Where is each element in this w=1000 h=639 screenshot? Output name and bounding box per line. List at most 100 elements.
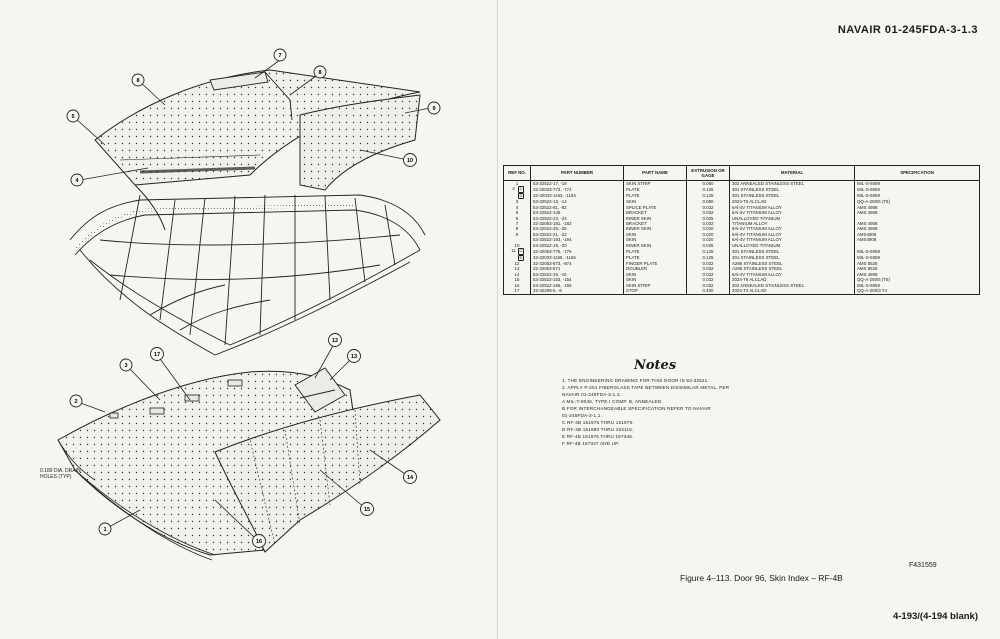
col-part-number: PART NUMBER [530, 165, 624, 181]
finger-plate [294, 367, 346, 413]
right-inner-skin [299, 94, 421, 191]
spec-cell: QQ-A-200/3 T4 [854, 288, 980, 295]
spec-cell: MIL-S-5059 [854, 282, 980, 289]
svg-text:15: 15 [364, 507, 370, 513]
lower-right-skin [214, 394, 441, 553]
drain-holes-label: 0.189 DIA. DRAIN HOLES (TYP) [40, 468, 81, 480]
spec-cell: AMS 4908 [854, 221, 980, 227]
callout-3: 3 [119, 358, 133, 372]
svg-text:9: 9 [432, 106, 435, 112]
col-gage: EXTRUSION OR GAGE [686, 165, 730, 181]
effectivity-badge: D [517, 254, 525, 262]
spec-cell [854, 242, 980, 249]
callout-10: 10 [403, 153, 417, 167]
note-c: C RF-4B 151975 THRU 151979. [562, 420, 634, 425]
parts-table: REF NO. PART NUMBER PART NAME EXTRUSION … [503, 165, 980, 295]
notes-title: Notes [634, 358, 677, 373]
spec-cell: AMS4908 [854, 231, 980, 238]
callout-13: 13 [347, 349, 361, 363]
upper-outer-skin [94, 69, 421, 231]
spec-cell: AMS4908 [854, 237, 980, 243]
svg-text:7: 7 [278, 53, 281, 59]
part-number-cell: 32-32299-5, -6 [530, 288, 624, 295]
callout-8b: 8 [131, 73, 145, 87]
svg-text:10: 10 [407, 158, 413, 164]
parts-table-header: REF NO. PART NUMBER PART NAME EXTRUSION … [503, 165, 980, 181]
callout-14: 14 [403, 470, 417, 484]
col-spec: SPECIFICATION [854, 165, 980, 181]
note-2: 2. APPLY P-251 FIBERGLASS TAPE BETWEEN D… [562, 385, 730, 390]
frame-rivet-lines [73, 203, 356, 251]
callout-16: 16 [252, 534, 266, 548]
effectivity-badge: D [517, 192, 525, 200]
spec-cell: MIL-S-5059 [854, 180, 980, 187]
ref-cell: 17 [503, 288, 531, 295]
callout-1: 1 [98, 522, 112, 536]
callout-12: 12 [328, 333, 342, 347]
ref-number: 11 [511, 248, 516, 254]
svg-text:8: 8 [318, 70, 321, 76]
ref-number: 2 [512, 186, 515, 192]
spec-cell: AMS 4908 [854, 226, 980, 232]
callout-15: 15 [360, 502, 374, 516]
col-material: MATERIAL [729, 165, 855, 181]
note-b-cont: 01-245FDA-3-1.1. [562, 413, 602, 418]
svg-text:1: 1 [103, 527, 106, 533]
spec-cell: MIL-S-5059 [854, 186, 980, 193]
callout-7: 7 [273, 48, 287, 62]
svg-text:17: 17 [154, 352, 160, 358]
svg-text:14: 14 [407, 475, 414, 481]
figure-caption: Figure 4–113. Door 96, Skin Index – RF-4… [680, 573, 843, 583]
svg-text:2: 2 [74, 399, 77, 405]
door-frame-structure [69, 194, 426, 356]
svg-text:3: 3 [124, 363, 127, 369]
document-header: NAVAIR 01-245FDA-3-1.3 [837, 24, 978, 36]
spec-cell: AMS 4908 [854, 210, 980, 216]
spec-cell: MIL-S-5059 [854, 192, 980, 200]
svg-text:12: 12 [332, 338, 338, 344]
spec-cell: AMS 5525 [854, 266, 980, 272]
leader-lines [74, 59, 431, 541]
callout-8a: 8 [313, 65, 327, 79]
effectivity-badge: C [517, 248, 525, 255]
callout-4: 4 [70, 173, 84, 187]
spec-cell: AMS 4908 [854, 271, 980, 278]
col-part-name: PART NAME [623, 165, 687, 181]
callout-5: 5 [66, 109, 80, 123]
note-f: F RF-4B 157347 AND UP. [562, 441, 620, 446]
gage-cell: 0.400 [686, 288, 730, 295]
callout-17: 17 [150, 347, 164, 361]
spec-cell: AMS 5525 [854, 261, 980, 267]
col-ref: REF NO. [503, 165, 531, 181]
effectivity-badge: C [517, 186, 525, 193]
svg-text:5: 5 [71, 114, 74, 120]
svg-text:4: 4 [75, 178, 79, 184]
note-b: B FOR INTERCHANGEABLE SPECIFICATION REFE… [562, 406, 711, 411]
exploded-door-drawing: 7 8 8 9 5 4 10 3 17 2 12 13 14 15 1 16 [57, 48, 441, 561]
part-name-cell: STOP [623, 288, 687, 295]
svg-text:16: 16 [256, 539, 262, 545]
callout-9: 9 [427, 101, 441, 115]
note-e: E RF-4B 151975 THRU 157346. [562, 434, 634, 439]
svg-text:8: 8 [136, 78, 139, 84]
